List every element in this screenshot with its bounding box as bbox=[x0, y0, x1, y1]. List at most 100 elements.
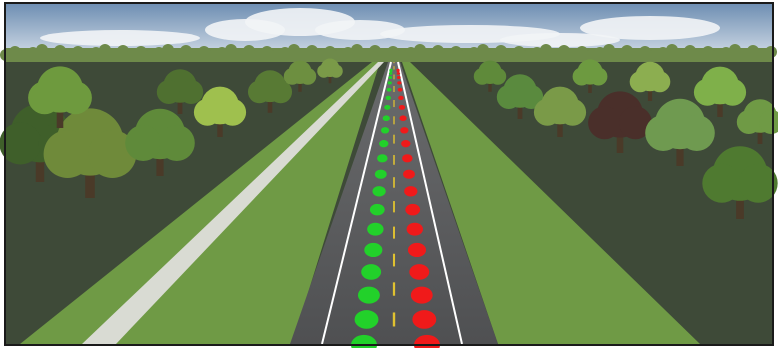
right-lane-edge bbox=[397, 61, 463, 345]
far-tree bbox=[387, 46, 399, 58]
lane-marker bbox=[402, 154, 413, 163]
tree-canopy bbox=[43, 130, 92, 178]
far-tree bbox=[99, 44, 111, 56]
right-trees bbox=[473, 59, 778, 219]
far-tree bbox=[450, 46, 462, 58]
far-tree bbox=[702, 46, 714, 58]
tree bbox=[533, 86, 587, 137]
tree-canopy bbox=[489, 68, 507, 85]
tree bbox=[156, 69, 204, 114]
tree bbox=[572, 59, 608, 93]
lane-marker bbox=[407, 242, 427, 258]
clouds bbox=[40, 8, 720, 47]
lane-marker bbox=[388, 72, 393, 75]
lane-marker bbox=[399, 115, 407, 122]
lane-marker bbox=[405, 203, 421, 216]
lane-marker bbox=[398, 95, 404, 101]
far-tree bbox=[162, 44, 174, 56]
cloud bbox=[205, 19, 285, 41]
lane-marker bbox=[410, 286, 433, 304]
frame-border bbox=[4, 2, 774, 346]
far-tree bbox=[540, 44, 552, 56]
tree-canopy bbox=[58, 81, 92, 115]
lane-marker bbox=[388, 75, 393, 79]
lane-marker bbox=[377, 154, 388, 163]
cloud bbox=[40, 30, 200, 46]
tree-canopy bbox=[618, 106, 652, 140]
far-tree bbox=[72, 46, 84, 58]
tree-canopy bbox=[649, 71, 671, 93]
tree bbox=[28, 66, 92, 128]
far-tree bbox=[351, 44, 363, 56]
far-tree bbox=[225, 44, 237, 56]
tree-canopy bbox=[693, 78, 721, 106]
tree-canopy bbox=[158, 125, 195, 161]
far-tree bbox=[306, 45, 318, 57]
lane-marker bbox=[401, 140, 411, 148]
tree-canopy bbox=[645, 115, 682, 151]
far-tree bbox=[666, 44, 678, 56]
far-tree bbox=[558, 45, 570, 57]
tree-canopy bbox=[247, 80, 271, 104]
tree-canopy bbox=[589, 67, 608, 86]
lane-marker bbox=[409, 264, 430, 280]
tree bbox=[317, 58, 343, 84]
tree-canopy bbox=[283, 68, 301, 85]
lane-marker bbox=[389, 69, 393, 73]
far-tree bbox=[513, 46, 525, 58]
far-tree bbox=[747, 45, 759, 57]
lane-marker bbox=[412, 310, 437, 329]
tree-canopy bbox=[269, 80, 293, 104]
tree-canopy bbox=[678, 115, 715, 151]
lane-marker bbox=[372, 186, 386, 197]
far-tree bbox=[603, 44, 615, 56]
tree-canopy bbox=[629, 71, 651, 93]
tree-canopy bbox=[719, 78, 747, 106]
lane-marker bbox=[406, 222, 423, 236]
lane-marker bbox=[385, 95, 392, 101]
lane-marker bbox=[387, 81, 392, 85]
tree-canopy bbox=[572, 67, 591, 86]
tree-canopy bbox=[738, 163, 778, 203]
far-tree-line bbox=[0, 44, 777, 62]
far-tree bbox=[243, 45, 255, 57]
tree-canopy bbox=[88, 130, 137, 178]
far-tree bbox=[288, 44, 300, 56]
cloud bbox=[580, 16, 720, 40]
tree-canopy bbox=[736, 110, 761, 134]
far-tree bbox=[477, 44, 489, 56]
tree-canopy bbox=[519, 85, 544, 109]
tree-canopy bbox=[317, 64, 331, 78]
far-tree bbox=[198, 46, 210, 58]
far-tree bbox=[180, 45, 192, 57]
left-lane-edge bbox=[321, 61, 392, 345]
tree-canopy bbox=[0, 122, 42, 165]
far-tree bbox=[621, 45, 633, 57]
tree-canopy bbox=[219, 98, 247, 126]
far-tree bbox=[36, 44, 48, 56]
tree bbox=[125, 108, 195, 176]
far-tree bbox=[135, 46, 147, 58]
lane-marker bbox=[354, 310, 379, 329]
tree bbox=[629, 61, 671, 101]
tree-canopy bbox=[473, 68, 491, 85]
tree-canopy bbox=[329, 64, 343, 78]
far-tree bbox=[324, 46, 336, 58]
tree-canopy bbox=[533, 98, 561, 126]
tree-canopy bbox=[559, 98, 587, 126]
lane-marker bbox=[364, 242, 383, 258]
lane-marker bbox=[397, 87, 403, 92]
right-embankment bbox=[402, 62, 700, 344]
far-tree bbox=[684, 45, 696, 57]
far-tree bbox=[261, 46, 273, 58]
far-tree bbox=[639, 46, 651, 58]
tree bbox=[247, 70, 293, 113]
far-tree bbox=[576, 46, 588, 58]
far-tree bbox=[495, 45, 507, 57]
far-tree bbox=[54, 45, 66, 57]
far-tree bbox=[765, 46, 777, 58]
tree bbox=[702, 146, 778, 219]
lane-marker bbox=[380, 127, 390, 134]
tree-canopy bbox=[156, 80, 181, 104]
